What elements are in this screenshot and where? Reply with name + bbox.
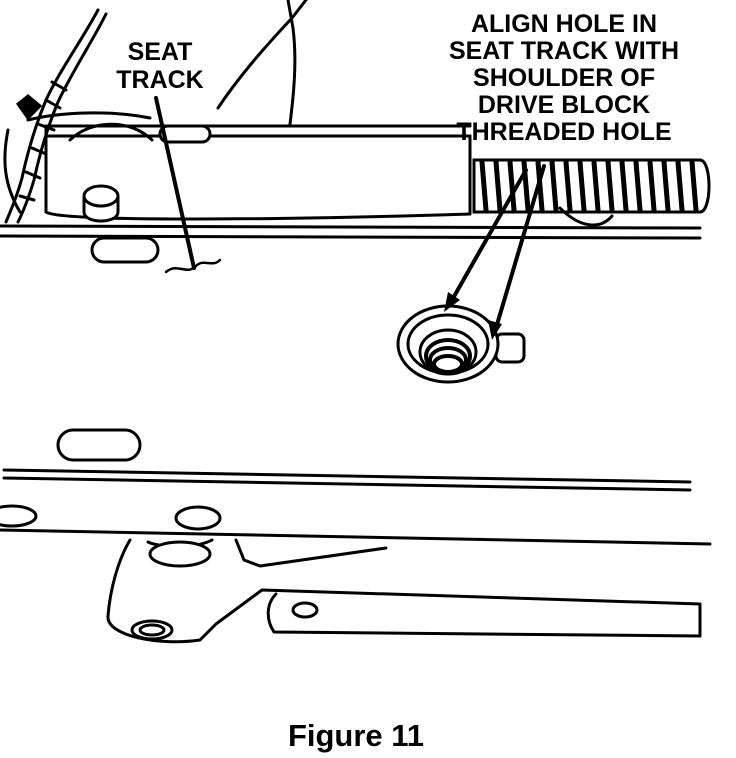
figure-caption: Figure 11 [288,718,424,753]
track-slot-upper [90,236,160,264]
track-stud [82,184,120,223]
seat-track-label: SEAT TRACK [116,38,204,94]
align-instruction-line: ALIGN HOLE IN [471,10,657,38]
leader-arrows [154,96,546,330]
upper-seat-track [0,122,702,240]
seat-track-squiggle [164,258,222,274]
threaded-drive-screw [472,158,711,227]
align-instruction-line: DRIVE BLOCK [478,91,650,119]
align-instruction-label: ALIGN HOLE IN SEAT TRACK WITH SHOULDER O… [449,10,679,146]
track-hole-center [174,505,222,531]
align-arrow-left [450,168,528,302]
track-hole-left [0,504,38,528]
lower-seat-track [0,468,712,546]
align-instruction-line: SHOULDER OF [473,64,655,92]
seat-track-arrow [154,96,196,270]
arrow-heads [444,292,502,340]
align-instruction-line: SEAT TRACK WITH [449,37,679,65]
track-slot-lower [56,428,142,462]
seat-track-label-line: TRACK [116,66,204,94]
drive-block-threaded-hole [396,304,526,384]
align-arrow-right [494,164,546,330]
mounting-bracket [106,538,702,644]
seat-track-label-line: SEAT [128,38,193,66]
wire-bundle [4,8,108,224]
align-instruction-line: THREADED HOLE [456,118,671,146]
seat-cushion-outline [3,0,308,214]
